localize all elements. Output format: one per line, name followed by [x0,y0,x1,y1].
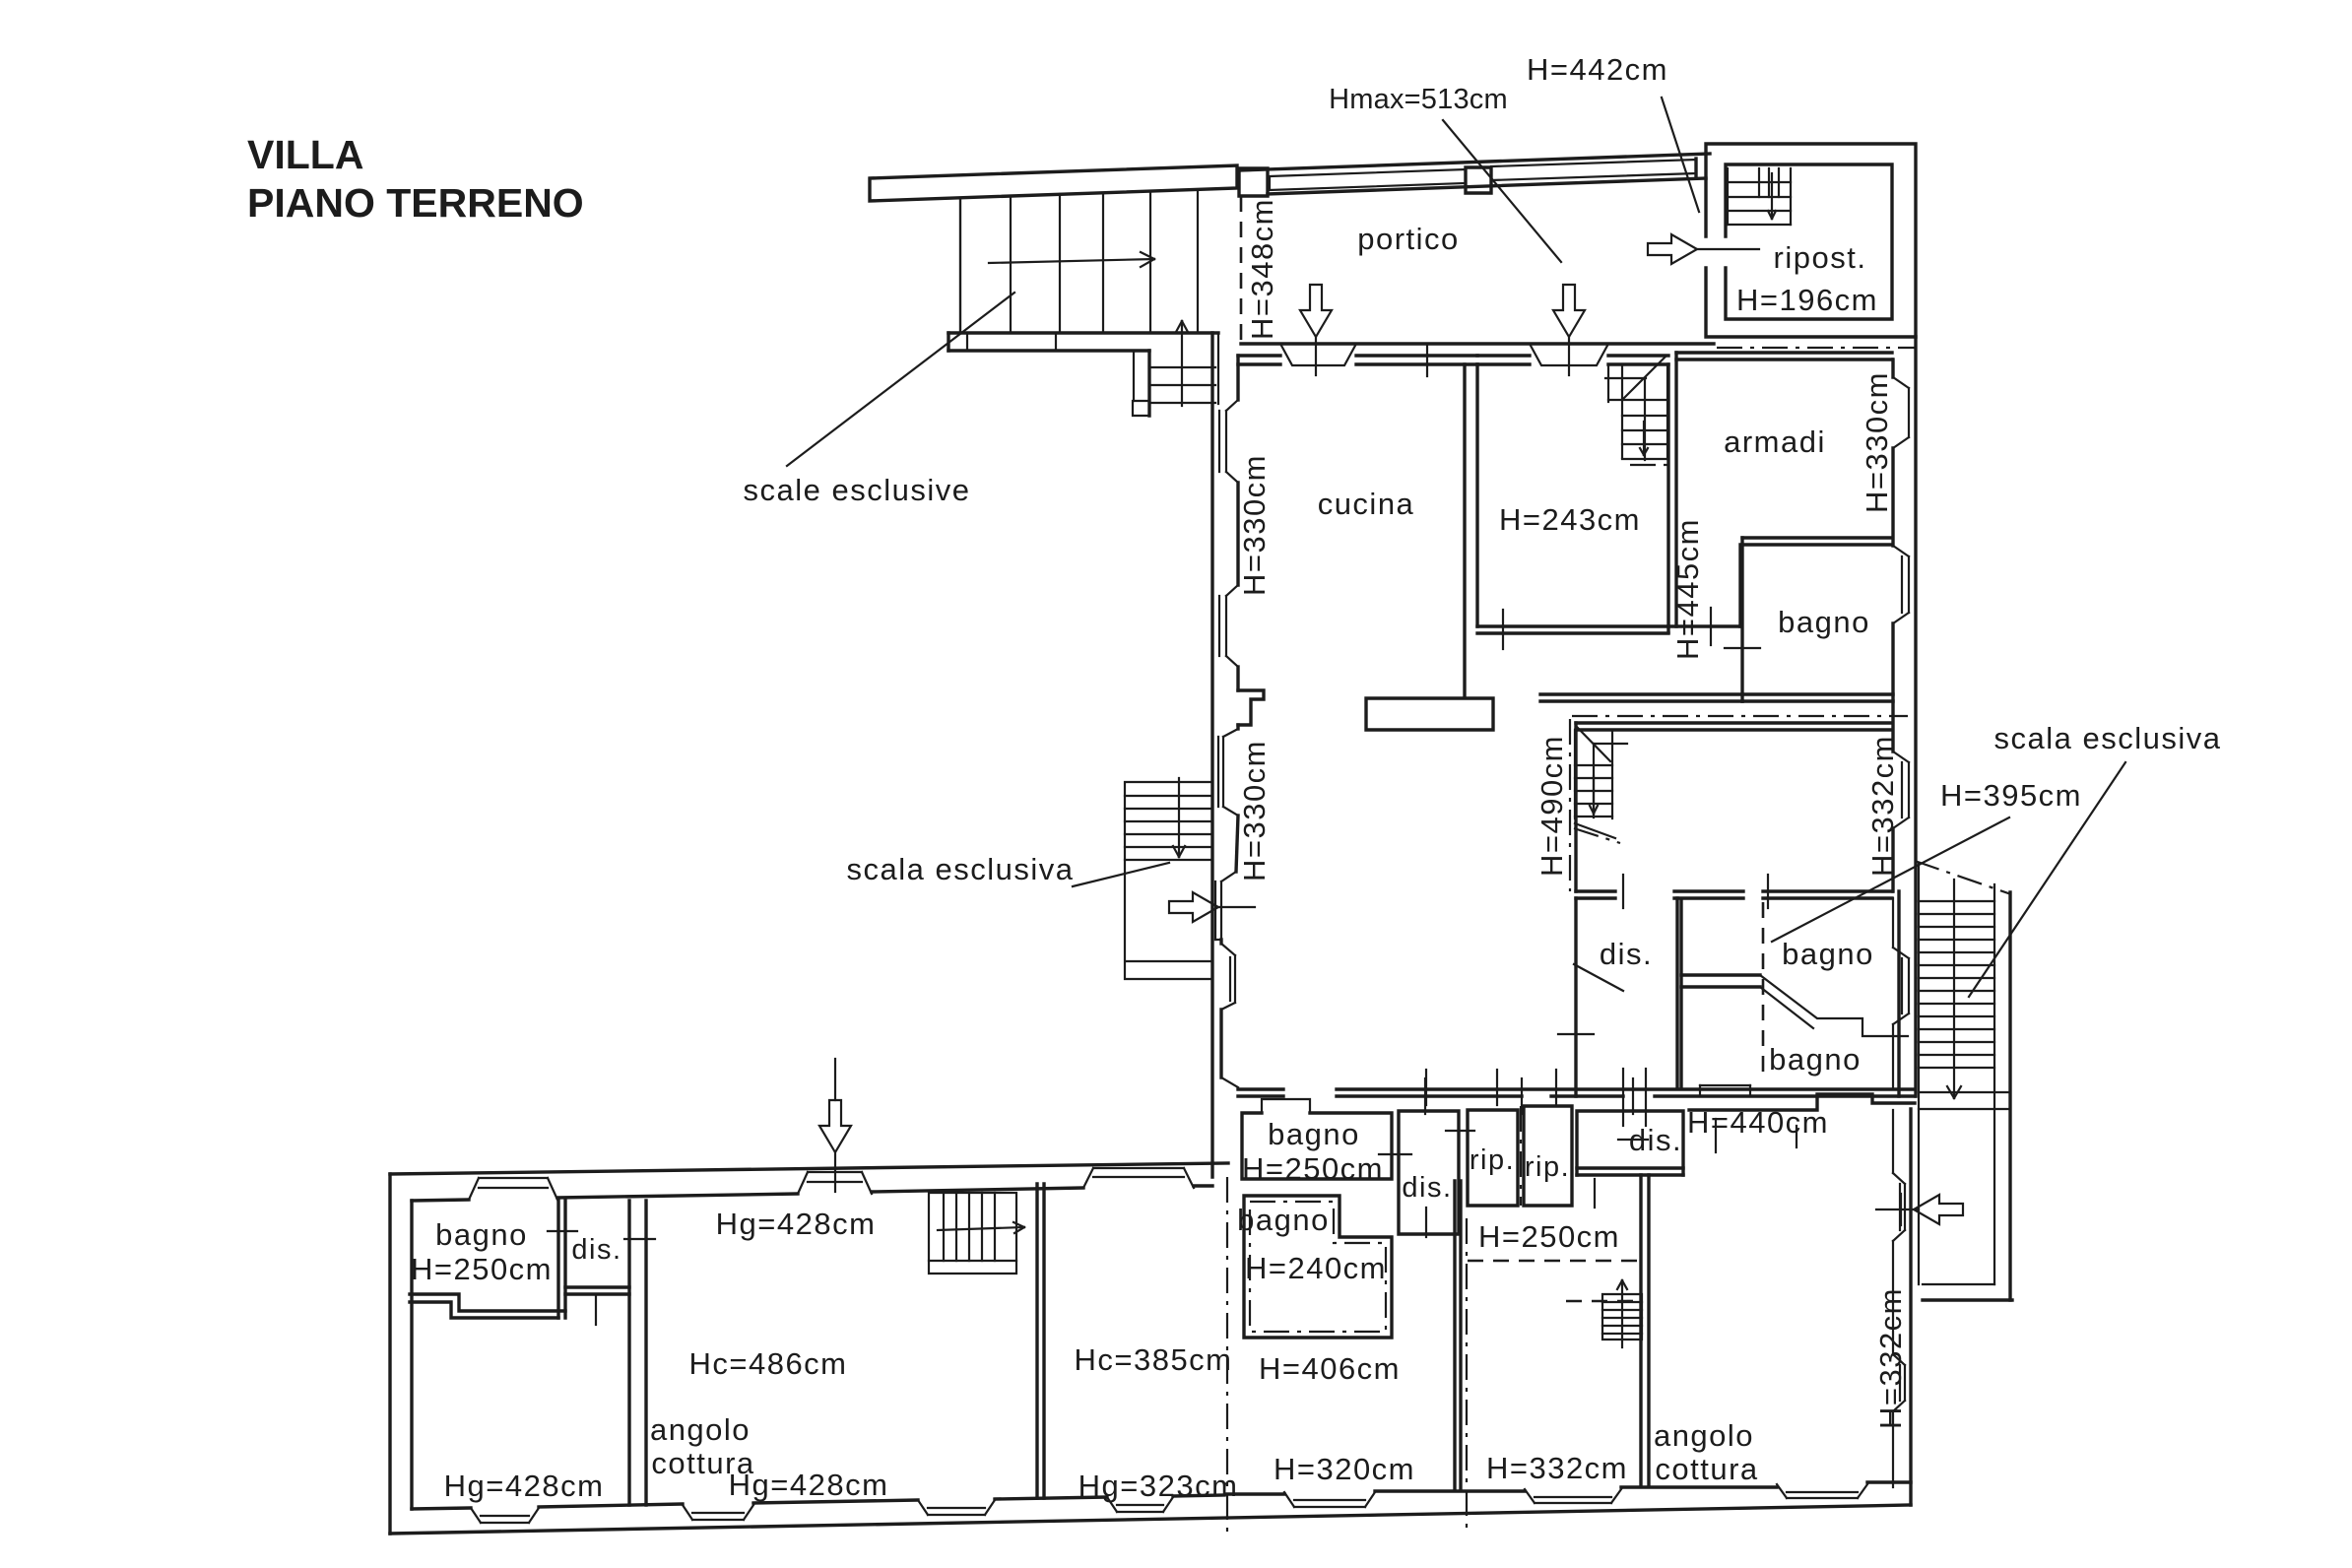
svg-text:Hg=323cm: Hg=323cm [1078,1469,1239,1503]
svg-text:scala esclusiva: scala esclusiva [847,852,1075,886]
svg-text:PIANO TERRENO: PIANO TERRENO [247,180,584,226]
svg-text:Hg=428cm: Hg=428cm [716,1207,877,1241]
svg-text:VILLA: VILLA [247,132,363,177]
svg-text:H=243cm: H=243cm [1499,502,1641,537]
svg-text:Hg=428cm: Hg=428cm [444,1469,605,1503]
svg-text:H=348cm: H=348cm [1245,198,1279,340]
svg-text:H=330cm: H=330cm [1860,371,1894,513]
svg-text:armadi: armadi [1724,425,1826,459]
svg-text:scala esclusiva: scala esclusiva [1994,721,2222,755]
svg-text:H=440cm: H=440cm [1687,1105,1829,1140]
svg-text:bagno: bagno [1237,1203,1330,1237]
svg-text:H=330cm: H=330cm [1237,454,1272,596]
svg-text:Hc=385cm: Hc=385cm [1074,1342,1232,1377]
svg-text:Hmax=513cm: Hmax=513cm [1329,84,1508,115]
svg-text:H=240cm: H=240cm [1245,1251,1387,1285]
svg-text:Hc=486cm: Hc=486cm [688,1346,847,1381]
svg-text:H=196cm: H=196cm [1736,283,1878,317]
svg-text:bagno: bagno [435,1217,528,1252]
svg-text:H=332cm: H=332cm [1486,1451,1628,1485]
svg-text:rip.: rip. [1470,1144,1515,1176]
svg-text:H=395cm: H=395cm [1940,778,2082,813]
svg-text:dis.: dis. [1629,1123,1682,1157]
svg-text:H=320cm: H=320cm [1274,1452,1415,1486]
svg-text:dis.: dis. [1402,1172,1452,1204]
svg-text:scale esclusive: scale esclusive [744,473,971,507]
svg-text:H=250cm: H=250cm [411,1252,553,1286]
svg-text:bagno: bagno [1778,605,1870,639]
svg-text:angolo: angolo [1654,1418,1754,1453]
svg-text:H=330cm: H=330cm [1237,740,1272,882]
svg-text:Hg=428cm: Hg=428cm [729,1468,889,1502]
svg-text:bagno: bagno [1782,937,1874,971]
svg-text:H=332cm: H=332cm [1865,735,1900,877]
svg-text:cucina: cucina [1318,487,1415,521]
svg-text:H=490cm: H=490cm [1535,735,1569,877]
svg-text:cottura: cottura [1655,1452,1758,1486]
svg-text:angolo: angolo [650,1412,751,1447]
svg-text:rip.: rip. [1525,1151,1570,1183]
svg-text:ripost.: ripost. [1774,240,1867,275]
svg-text:dis.: dis. [571,1234,621,1266]
svg-text:H=250cm: H=250cm [1478,1219,1620,1254]
svg-text:dis.: dis. [1600,937,1653,971]
svg-text:H=406cm: H=406cm [1259,1351,1401,1386]
svg-text:portico: portico [1357,222,1460,256]
svg-text:H=250cm: H=250cm [1242,1151,1384,1186]
svg-text:H=442cm: H=442cm [1527,52,1668,87]
svg-text:H=445cm: H=445cm [1670,518,1705,660]
svg-text:H=332cm: H=332cm [1873,1287,1908,1429]
svg-text:bagno: bagno [1268,1117,1360,1151]
svg-text:bagno: bagno [1769,1042,1862,1077]
svg-text:cottura: cottura [651,1446,754,1480]
